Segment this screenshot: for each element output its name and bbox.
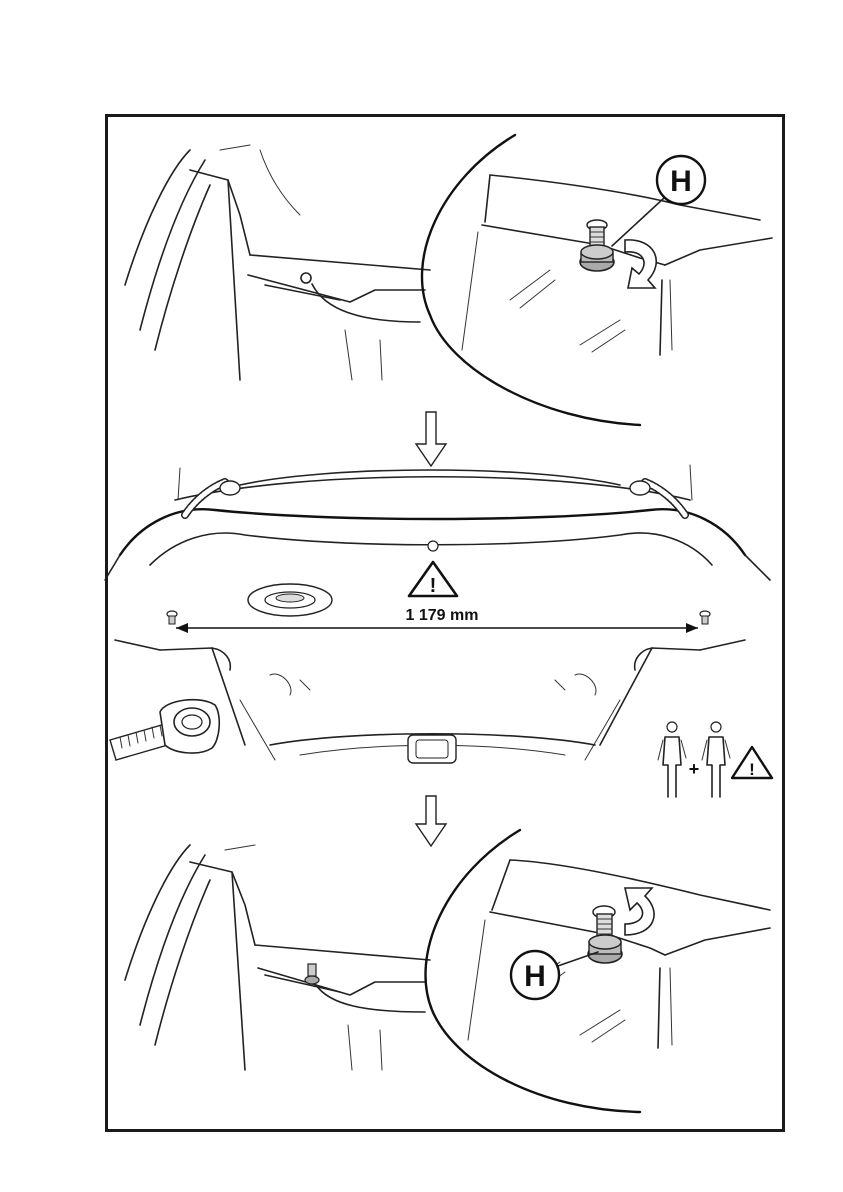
- step-arrow-icon: [416, 796, 446, 846]
- bolt-h-zoomed-icon: [580, 220, 614, 271]
- warning-center-icon: !: [409, 562, 457, 597]
- two-people-icon: +: [658, 722, 730, 797]
- bolt-small-icon: [305, 964, 319, 984]
- callout-h-label: H: [524, 960, 546, 993]
- step-2-panel: 1 179 mm ! +: [105, 465, 772, 797]
- step-1-panel: H: [125, 135, 772, 425]
- person-right-icon: [702, 722, 730, 797]
- callout-h-label: H: [670, 165, 692, 198]
- tape-measure-icon: [110, 700, 219, 760]
- bolt-right-icon: [700, 611, 710, 624]
- step-3-panel: H: [125, 830, 770, 1112]
- warning-right-icon: !: [732, 747, 772, 779]
- rotate-arrow-icon: [625, 888, 654, 935]
- step-arrow-icon: [416, 412, 446, 466]
- bolt-left-icon: [167, 611, 177, 624]
- measurement-label: 1 179 mm: [406, 607, 479, 624]
- rotate-arrow-icon: [625, 240, 656, 288]
- person-left-icon: [658, 722, 686, 797]
- svg-text:!: !: [749, 760, 755, 779]
- people-plus-label: +: [689, 759, 700, 779]
- dome-light-icon: [248, 584, 332, 616]
- svg-text:!: !: [430, 575, 437, 597]
- fixing-small-icon: [301, 273, 311, 283]
